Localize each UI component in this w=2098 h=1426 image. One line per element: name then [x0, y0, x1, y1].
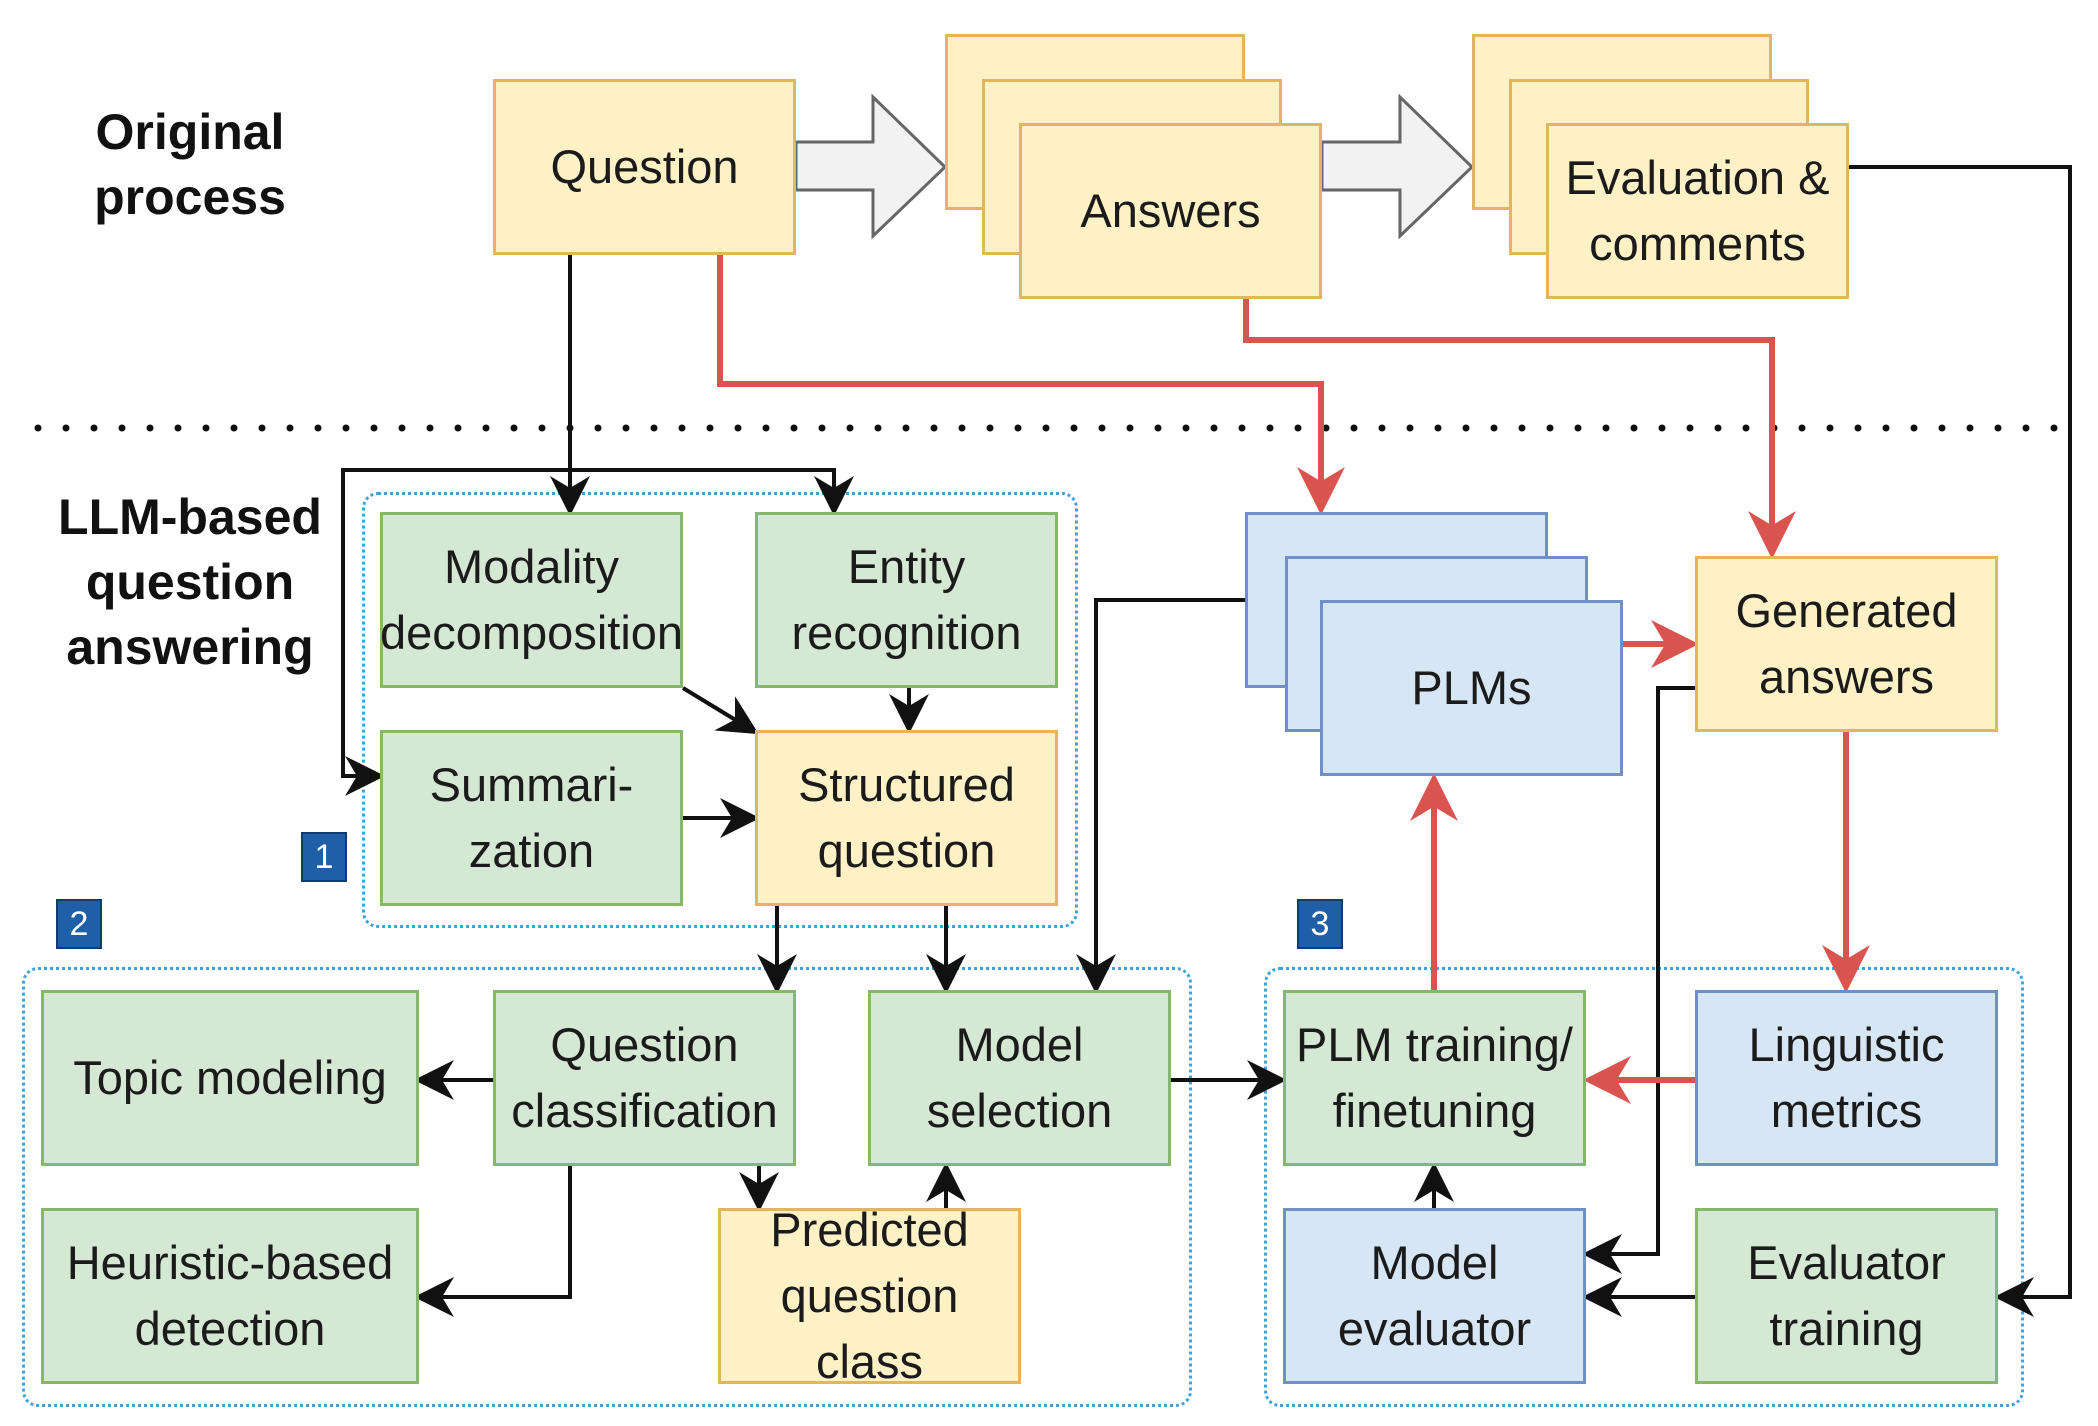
node-question-classification: Question classification	[493, 990, 796, 1166]
node-plm-training: PLM training/ finetuning	[1283, 990, 1586, 1166]
node-plms: PLMs	[1320, 600, 1623, 776]
node-summarization: Summari- zation	[380, 730, 683, 906]
node-model-evaluator: Model evaluator	[1283, 1208, 1586, 1384]
red-arrow-question-to-plms	[717, 255, 1345, 515]
arrow-question-to-summarization	[341, 468, 570, 796]
arrow-modality-to-structured	[681, 686, 759, 735]
node-answers: Answers	[1019, 123, 1322, 299]
arrow-classification-to-heuristic	[414, 1166, 572, 1317]
label-llm-based-qa: LLM-based question answering	[58, 489, 322, 675]
badge-1: 1	[301, 832, 347, 882]
node-question: Question	[493, 79, 796, 255]
arrow-generated-to-model-evaluator	[1582, 686, 1695, 1274]
node-evaluator-training: Evaluator training	[1695, 1208, 1998, 1384]
badge-3: 3	[1297, 899, 1343, 949]
red-arrow-answers-to-generated	[1243, 299, 1796, 559]
node-model-selection: Model selection	[868, 990, 1171, 1166]
node-topic-modeling: Topic modeling	[41, 990, 419, 1166]
group-1-preprocessing	[362, 492, 1078, 928]
label-original-process: Original process	[94, 104, 286, 225]
node-linguistic-metrics: Linguistic metrics	[1695, 990, 1998, 1166]
node-entity-recognition: Entity recognition	[755, 512, 1058, 688]
flow-arrow-answers-to-evaluation	[1320, 93, 1475, 240]
node-heuristic-detection: Heuristic-based detection	[41, 1208, 419, 1384]
node-predicted-question-class: Predicted question class	[718, 1203, 1021, 1388]
group-3-training	[1264, 967, 2024, 1407]
node-modality-decomposition: Modality decomposition	[380, 512, 683, 688]
group-2-classification	[22, 967, 1192, 1407]
node-generated-answers: Generated answers	[1695, 556, 1998, 732]
arrow-evaluation-to-evaluator-training	[1849, 165, 2072, 1317]
badge-2: 2	[56, 899, 102, 949]
flow-arrow-question-to-answers	[794, 93, 948, 240]
node-evaluation-comments: Evaluation & comments	[1546, 123, 1849, 299]
arrow-question-to-entity	[570, 468, 854, 516]
arrow-plms-to-selection	[1076, 598, 1245, 994]
node-structured-question: Structured question	[755, 730, 1058, 906]
